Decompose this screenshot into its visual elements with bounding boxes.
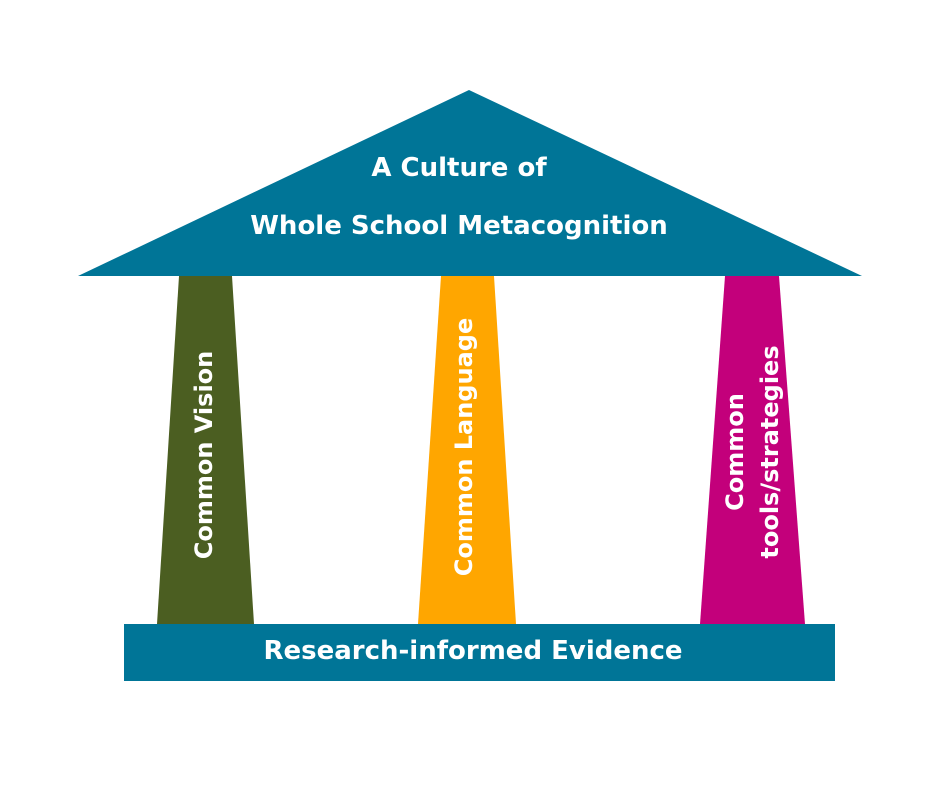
- roof: [78, 90, 862, 276]
- pillar-common-tools-label-line2: tools/strategies: [756, 345, 784, 558]
- roof-title-line1: A Culture of: [371, 153, 547, 183]
- foundation: [124, 624, 835, 681]
- pillar-common-tools-label-line1: Common: [721, 393, 749, 511]
- pillar-common-tools-strategies: [700, 276, 805, 624]
- roof-title-line2: Whole School Metacognition: [250, 211, 668, 241]
- pillar-common-vision: [157, 276, 254, 624]
- foundation-label: Research-informed Evidence: [263, 636, 682, 666]
- pillar-common-language-label: Common Language: [450, 318, 478, 577]
- pillar-common-vision-label: Common Vision: [190, 351, 218, 560]
- pillar-common-language: [418, 276, 516, 624]
